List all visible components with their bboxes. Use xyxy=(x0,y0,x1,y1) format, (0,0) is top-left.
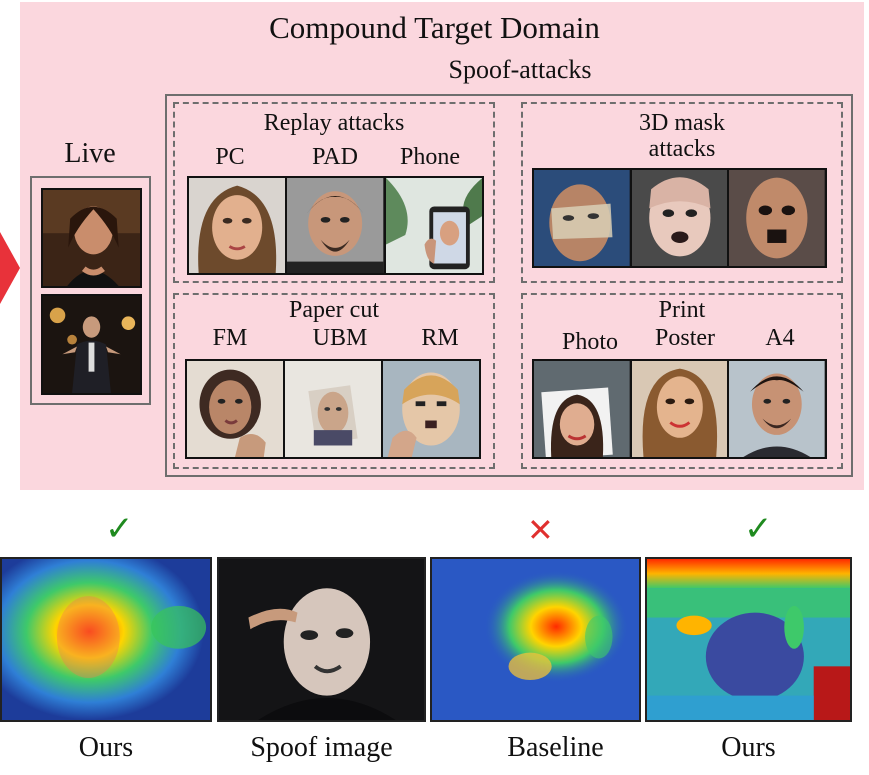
print-a4-photo xyxy=(727,361,826,457)
mask-attacks-group xyxy=(521,102,843,283)
mask-attacks-title-line1: 3D mask xyxy=(639,110,725,136)
papercut-fm-photo xyxy=(187,361,283,457)
arrow-icon xyxy=(0,232,20,304)
caption-ours-2: Ours xyxy=(721,732,776,763)
ours-spoof-heatmap xyxy=(645,557,852,722)
print-group xyxy=(521,293,843,469)
mask-photo-2 xyxy=(629,170,728,266)
papercut-title: Paper cut xyxy=(289,297,379,323)
check-icon: ✓ xyxy=(744,509,773,549)
papercut-ubm-photo xyxy=(283,361,381,457)
papercut-label-ubm: UBM xyxy=(312,325,368,351)
mask-attacks-title-line2: attacks xyxy=(648,136,716,162)
replay-phone-photo xyxy=(383,178,482,273)
live-face-photo-1 xyxy=(41,188,142,288)
print-images xyxy=(532,359,827,459)
spoof-image xyxy=(217,557,426,722)
replay-attacks-title: Replay attacks xyxy=(263,110,405,136)
live-box xyxy=(30,176,151,405)
replay-pc-photo xyxy=(189,178,286,273)
baseline-heatmap xyxy=(430,557,641,722)
replay-attacks-images xyxy=(187,176,484,275)
papercut-label-fm: FM xyxy=(212,325,248,351)
print-photo-photo xyxy=(534,361,630,457)
caption-ours-1: Ours xyxy=(78,732,134,763)
papercut-group xyxy=(173,293,495,469)
ours-live-heatmap xyxy=(0,557,212,722)
mask-photo-1 xyxy=(534,170,630,266)
check-icon: ✓ xyxy=(105,509,134,549)
replay-pad-photo xyxy=(285,178,384,273)
page-title: Compound Target Domain xyxy=(269,10,600,45)
print-label-a4: A4 xyxy=(765,325,795,351)
mask-photo-3 xyxy=(727,170,826,266)
replay-label-pad: PAD xyxy=(312,144,358,170)
caption-baseline: Baseline xyxy=(507,732,604,763)
replay-label-pc: PC xyxy=(215,144,245,170)
print-title: Print xyxy=(658,297,706,323)
spoof-attacks-box xyxy=(165,94,853,477)
replay-label-phone: Phone xyxy=(400,144,460,170)
live-label: Live xyxy=(64,138,116,169)
print-label-poster: Poster xyxy=(655,325,715,351)
live-face-photo-2 xyxy=(41,294,142,395)
mask-attacks-images xyxy=(532,168,827,268)
caption-spoof-image: Spoof image xyxy=(250,732,393,763)
papercut-images xyxy=(185,359,481,459)
print-label-photo: Photo xyxy=(561,329,618,355)
replay-attacks-group xyxy=(173,102,495,283)
print-poster-photo xyxy=(629,361,728,457)
spoof-attacks-header: Spoof-attacks xyxy=(448,55,592,84)
papercut-rm-photo xyxy=(381,361,479,457)
cross-icon: ✕ xyxy=(527,511,554,549)
papercut-label-rm: RM xyxy=(421,325,459,351)
